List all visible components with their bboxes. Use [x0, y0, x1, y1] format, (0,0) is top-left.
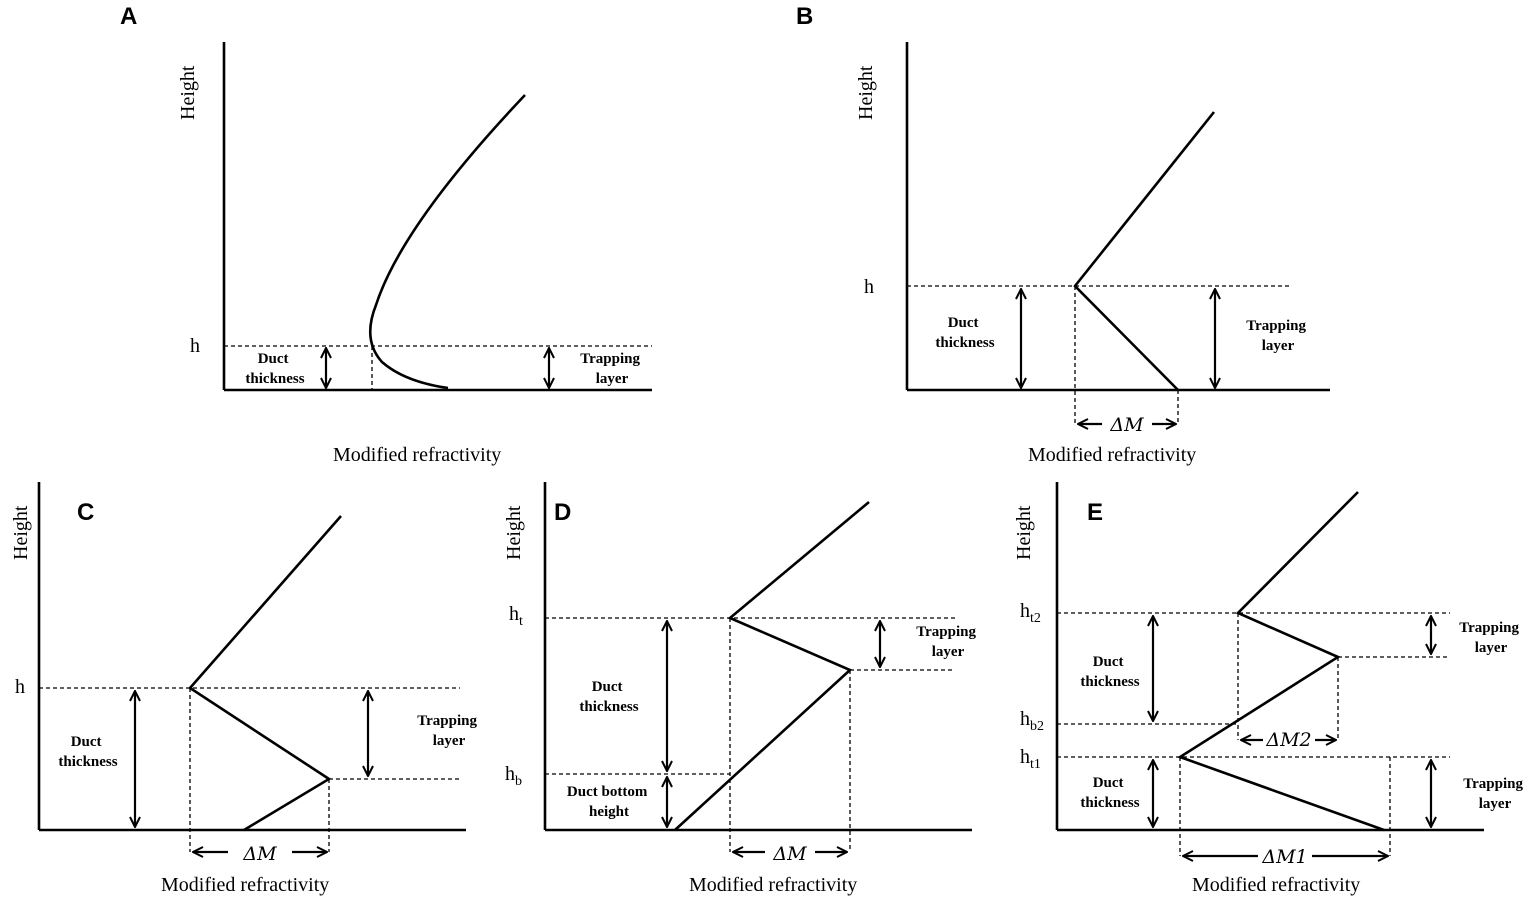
panel-c-duct-thickness-label: Duct thickness [58, 734, 117, 770]
panel-c-delta-label: ΔM [242, 843, 277, 865]
panel-a-duct-thickness-label: Duct thickness [245, 351, 304, 387]
panel-d-hb-label: hb [505, 763, 522, 789]
panel-c-trapping-label: Trapping layer [417, 713, 481, 749]
panel-b-h-label: h [864, 276, 874, 298]
panel-d-duct-thickness-label: Duct thickness [579, 679, 638, 715]
panel-e-hb2-label: hb2 [1020, 708, 1044, 734]
panel-e-ht2-label: ht2 [1020, 600, 1041, 626]
panel-b-trapping-label: Trapping layer [1246, 318, 1310, 354]
panel-d-ht-label: ht [509, 603, 523, 629]
panel-e-lower-trapping-label: Trapping layer [1463, 776, 1527, 812]
panel-d-duct-bottom-label: Duct bottom height [567, 784, 651, 820]
panel-b-label: B [796, 3, 813, 30]
panel-d-x-label: Modified refractivity [689, 874, 857, 896]
panel-a-profile-curve [368, 94, 526, 390]
panel-e-label: E [1087, 499, 1103, 526]
panel-b-profile-line [1073, 111, 1216, 391]
panel-d-label: D [554, 499, 571, 526]
panel-a-trapping-label: Trapping layer [580, 351, 644, 387]
panel-e: E Height Modified refractivity ht2 hb2 h… [1013, 482, 1527, 896]
panel-b: B Height Modified refractivity h ΔM Duct… [796, 3, 1330, 466]
panel-a: A Height Modified refractivity h Duct th… [120, 3, 652, 466]
panel-a-h-label: h [190, 335, 200, 357]
panel-e-ht1-label: ht1 [1020, 746, 1041, 772]
panel-c-label: C [77, 499, 94, 526]
panel-c: C Height Modified refractivity h ΔM Duct… [10, 482, 481, 896]
panel-c-profile-line [188, 515, 342, 832]
panel-d: D Height Modified refractivity ht hb ΔM … [503, 482, 980, 896]
panel-e-delta2-label: ΔM2 [1265, 729, 1311, 751]
panel-b-x-label: Modified refractivity [1028, 444, 1196, 466]
panel-e-profile-line [1177, 491, 1385, 832]
panel-d-profile-line [674, 501, 870, 831]
panel-a-y-label: Height [177, 65, 199, 120]
panel-e-upper-trapping-label: Trapping layer [1459, 620, 1523, 656]
panel-d-trapping-label: Trapping layer [916, 624, 980, 660]
panel-b-y-label: Height [855, 65, 877, 120]
panel-e-y-label: Height [1013, 505, 1035, 560]
panel-d-delta-label: ΔM [772, 843, 807, 865]
panel-d-y-label: Height [503, 505, 525, 560]
panel-c-x-label: Modified refractivity [161, 874, 329, 896]
panel-c-y-label: Height [10, 505, 32, 560]
panel-e-lower-duct-thickness-label: Duct thickness [1080, 775, 1139, 811]
panel-b-duct-thickness-label: Duct thickness [935, 315, 994, 351]
panel-e-x-label: Modified refractivity [1192, 874, 1360, 896]
panel-a-label: A [120, 3, 137, 30]
panel-b-delta-label: ΔM [1109, 414, 1144, 436]
panel-a-x-label: Modified refractivity [333, 444, 501, 466]
panel-e-delta1-label: ΔM1 [1261, 846, 1307, 868]
panel-e-upper-duct-thickness-label: Duct thickness [1080, 654, 1139, 690]
panel-c-h-label: h [15, 676, 25, 698]
